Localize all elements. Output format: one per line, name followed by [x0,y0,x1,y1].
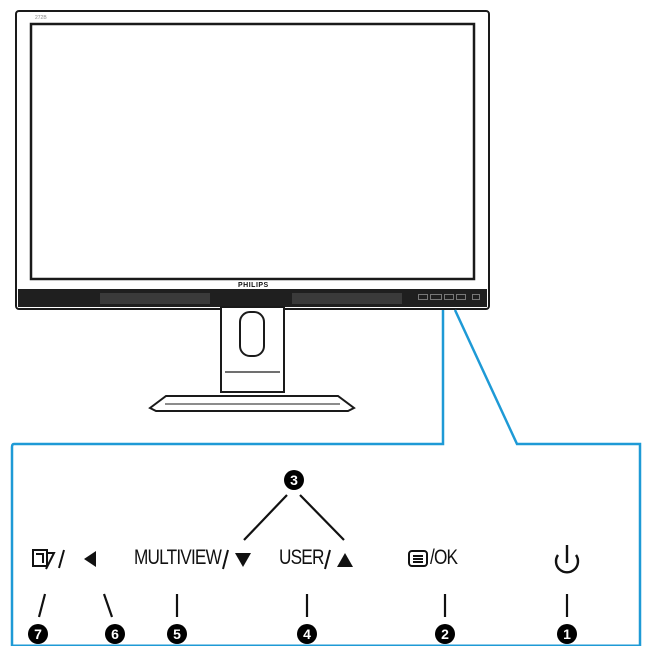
monitor-screen [29,22,476,281]
badge-5: 5 [167,624,187,644]
speaker-grille-left [100,293,210,304]
monitor-button-power[interactable] [472,294,480,300]
badge-2: 2 [435,624,455,644]
badge-7: 7 [28,624,48,644]
callout-lines [10,309,642,646]
badge-4: 4 [297,624,317,644]
down-triangle-icon [235,553,251,567]
arrow-lines-up-down [243,494,345,541]
monitor-button-user[interactable] [444,294,454,300]
pointer-lines [37,593,569,618]
speaker-grille-right [292,293,402,304]
badge-1: 1 [557,624,577,644]
monitor-button-strip [418,294,480,300]
monitor-button-input[interactable] [418,294,428,300]
power-icon [554,545,580,574]
badge-3: 3 [284,470,304,490]
brand-logo: PHILIPS [238,282,269,289]
monitor-button-multiview[interactable] [430,294,442,300]
stand-cable-slot [239,311,265,357]
ok-label: /OK [430,546,458,569]
menu-icon [408,550,428,567]
monitor-bottom-bezel [18,289,487,307]
badge-6: 6 [105,624,125,644]
user-label: USER [279,546,324,569]
left-triangle-icon [84,551,96,567]
up-triangle-icon [337,553,353,567]
monitor-button-menu[interactable] [456,294,466,300]
model-label: 272B [35,15,47,21]
input-icon [32,549,56,570]
multiview-label: MULTIVIEW [134,546,222,569]
